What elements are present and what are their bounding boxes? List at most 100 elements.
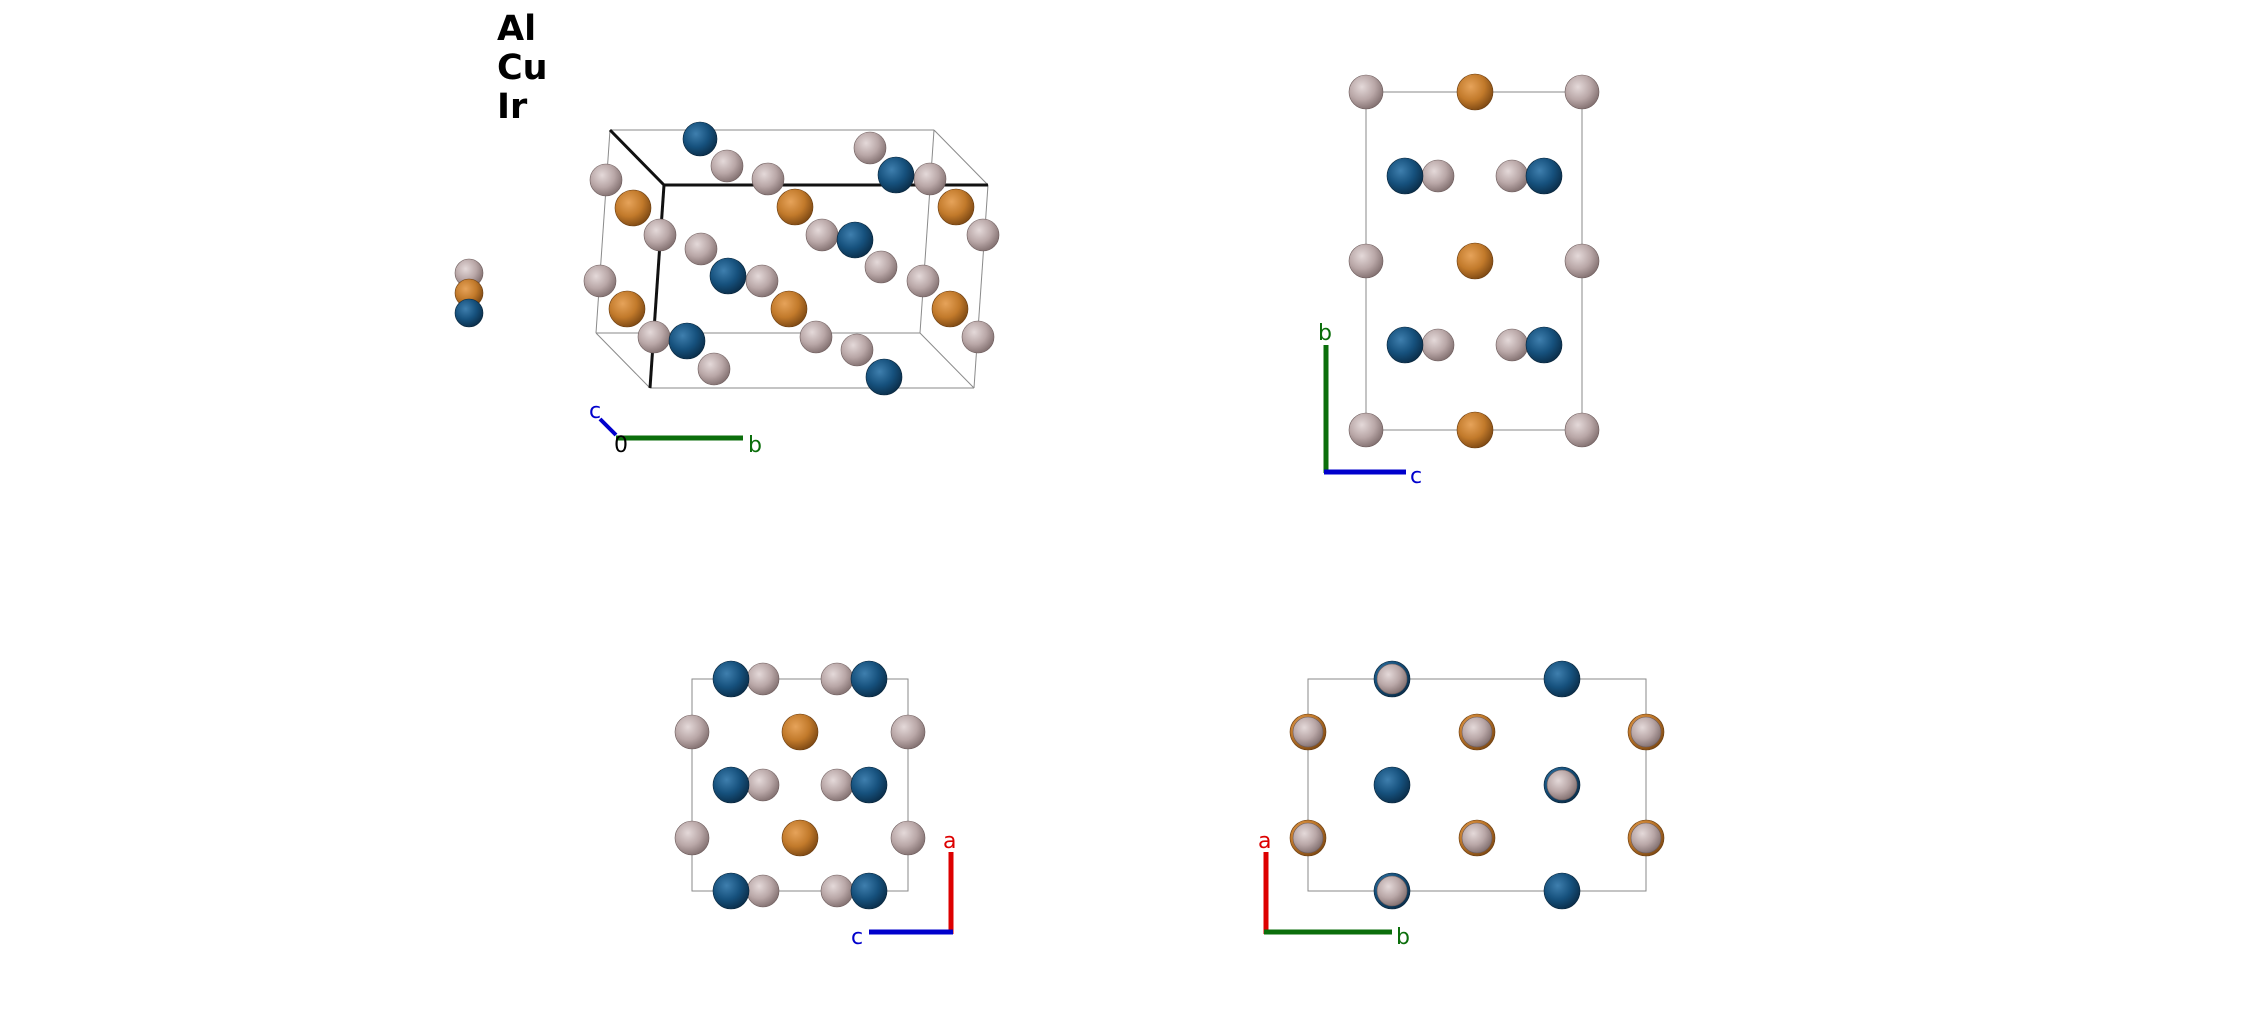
atom-al xyxy=(1564,243,1600,279)
atom-ir xyxy=(1525,157,1563,195)
atom-al xyxy=(864,250,898,284)
atom-al xyxy=(746,874,780,908)
atom-al xyxy=(583,264,617,298)
atom-cu xyxy=(1456,411,1494,449)
atom-al xyxy=(1376,663,1408,695)
origin-label: 0 xyxy=(614,433,628,458)
atom-cu xyxy=(937,188,975,226)
atom-al xyxy=(746,768,780,802)
atom-cu xyxy=(770,290,808,328)
atom-ir xyxy=(1543,660,1581,698)
atom-al xyxy=(710,149,744,183)
atom-al xyxy=(1292,716,1324,748)
atom-ir xyxy=(712,872,750,910)
atom-cu xyxy=(614,189,652,227)
atom-al xyxy=(1495,159,1529,193)
atom-ir xyxy=(850,660,888,698)
atom-al xyxy=(1564,412,1600,448)
atom-ir xyxy=(454,298,484,328)
atom-ir xyxy=(850,872,888,910)
atom-al xyxy=(589,163,623,197)
perspective-atoms xyxy=(583,121,1000,396)
axis-c-label: c xyxy=(851,925,863,950)
atom-cu xyxy=(1456,73,1494,111)
atom-al xyxy=(890,820,926,856)
atom-ir xyxy=(682,121,718,157)
atom-al xyxy=(746,662,780,696)
atom-ir xyxy=(668,322,706,360)
atom-ir xyxy=(1386,326,1424,364)
atom-al xyxy=(1376,875,1408,907)
atom-al xyxy=(697,352,731,386)
atom-al xyxy=(805,218,839,252)
atom-cu xyxy=(608,290,646,328)
atom-al xyxy=(906,264,940,298)
view-ac-atoms xyxy=(674,660,926,910)
atom-al xyxy=(643,218,677,252)
atom-al xyxy=(1348,74,1384,110)
axis-c-label: c xyxy=(589,399,601,424)
unit-cell-outline xyxy=(691,678,909,892)
atom-ir xyxy=(712,766,750,804)
legend-label-cu: Cu xyxy=(497,48,548,88)
atom-al xyxy=(745,264,779,298)
atom-al xyxy=(1421,328,1455,362)
perspective-axis-triad: c 0 b xyxy=(589,399,762,458)
atom-al xyxy=(820,874,854,908)
atom-cu xyxy=(931,290,969,328)
axis-c-label: c xyxy=(1410,464,1422,489)
atom-al xyxy=(1630,822,1662,854)
atom-al xyxy=(913,162,947,196)
atom-ir xyxy=(865,358,903,396)
atom-al xyxy=(1421,159,1455,193)
atom-al xyxy=(890,714,926,750)
atom-cu xyxy=(776,188,814,226)
atom-al xyxy=(799,320,833,354)
atom-ir xyxy=(836,221,874,259)
perspective-view-panel: c 0 b xyxy=(454,121,1000,458)
atom-ir xyxy=(850,766,888,804)
legend-label-ir: Ir xyxy=(497,87,528,127)
atom-al xyxy=(1564,74,1600,110)
axis-a-label: a xyxy=(943,829,956,854)
atom-ir xyxy=(1373,766,1411,804)
atom-ir xyxy=(1386,157,1424,195)
atom-al xyxy=(820,662,854,696)
view-ab-panel: a b xyxy=(1258,660,1665,950)
atom-al xyxy=(674,714,710,750)
axis-b-label: b xyxy=(1396,925,1410,950)
atom-ir xyxy=(709,257,747,295)
view-ac-axis-triad: a c xyxy=(851,829,956,950)
atom-al xyxy=(840,333,874,367)
atom-al xyxy=(684,232,718,266)
atom-al xyxy=(751,162,785,196)
atom-al xyxy=(1348,412,1384,448)
axis-c-line xyxy=(598,417,618,437)
atom-al xyxy=(1461,716,1493,748)
axis-b-label: b xyxy=(1318,321,1332,346)
atom-ir xyxy=(877,156,915,194)
legend-atom-column xyxy=(454,258,484,328)
element-legend: Al Cu Ir xyxy=(497,10,548,127)
atom-ir xyxy=(712,660,750,698)
atom-cu xyxy=(1456,242,1494,280)
atom-al xyxy=(1292,822,1324,854)
atom-al xyxy=(637,320,671,354)
axis-b-label: b xyxy=(748,433,762,458)
axis-a-label: a xyxy=(1258,829,1271,854)
atom-cu xyxy=(781,713,819,751)
atom-ir xyxy=(1543,872,1581,910)
atom-al xyxy=(1495,328,1529,362)
atom-al xyxy=(674,820,710,856)
atom-al xyxy=(853,131,887,165)
view-ac-panel: a c xyxy=(674,660,956,950)
atom-al xyxy=(1348,243,1384,279)
view-bc-atoms xyxy=(1348,73,1600,449)
view-bc-axis-triad: b c xyxy=(1318,321,1422,489)
view-ab-atoms xyxy=(1289,660,1665,910)
view-bc-panel: b c xyxy=(1318,73,1600,489)
atom-al xyxy=(820,768,854,802)
atom-ir xyxy=(1525,326,1563,364)
atom-al xyxy=(1461,822,1493,854)
